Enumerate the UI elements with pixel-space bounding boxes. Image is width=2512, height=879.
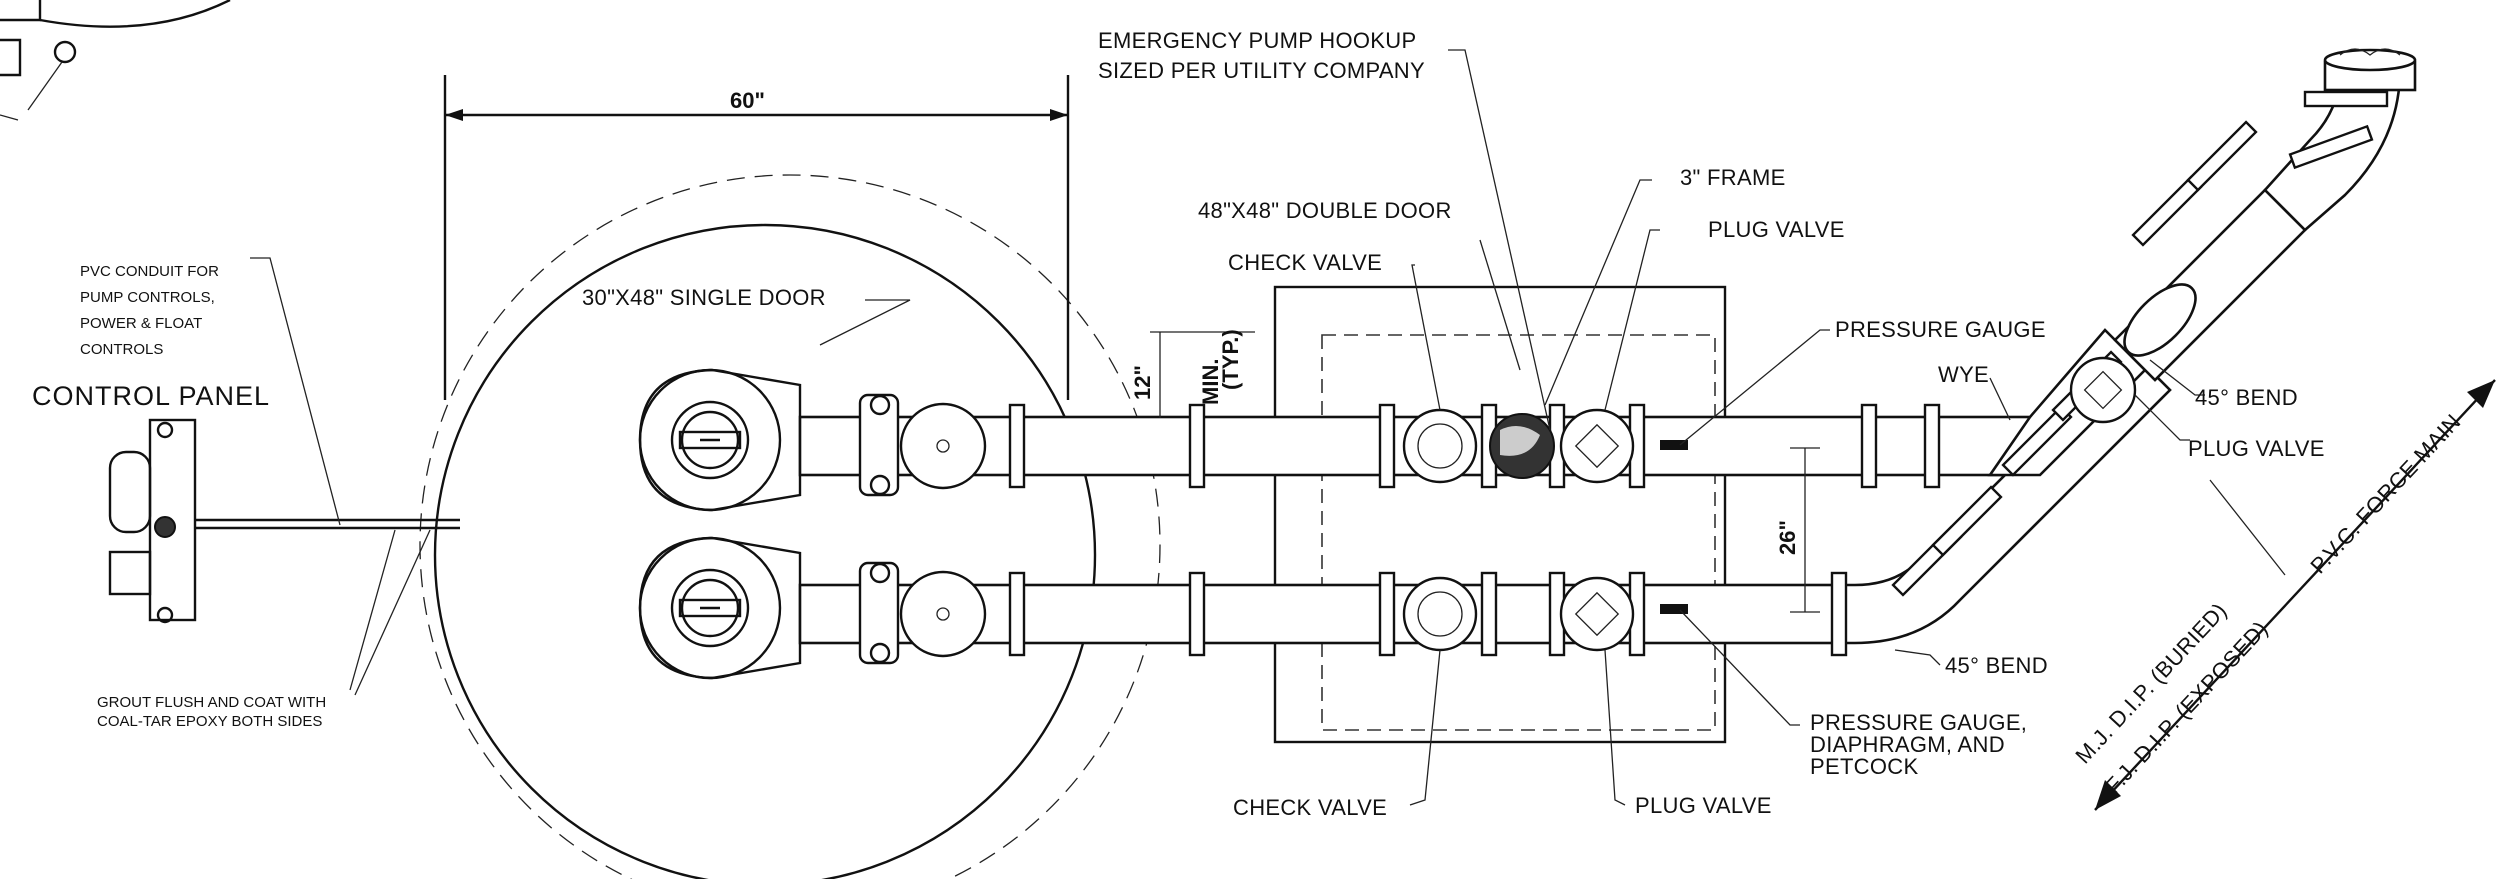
label-force-main: P.V.C. FORCE MAIN <box>2305 409 2465 578</box>
dimension-typ-label: (TYP.) <box>1218 329 1243 390</box>
force-main-direction-arrow <box>2094 379 2496 811</box>
dimension-12-min: 12" MIN. (TYP.) <box>1130 329 1255 418</box>
plug-valve-upper <box>1559 408 1635 484</box>
wet-well <box>419 174 1161 879</box>
valve-vault <box>1273 285 1727 744</box>
label-45-bend-lower: 45° BEND <box>1945 653 2048 678</box>
plug-valve-riser <box>2069 356 2137 424</box>
control-panel <box>108 418 460 624</box>
dimension-26: 26" <box>1775 447 1820 613</box>
emergency-hookup-valve <box>1489 413 1555 479</box>
label-pressure-gauge-2-line1: PRESSURE GAUGE, <box>1810 710 2027 735</box>
label-pressure-gauge: PRESSURE GAUGE <box>1835 317 2046 342</box>
partial-detail-top-left <box>0 0 231 121</box>
label-check-valve-bottom: CHECK VALVE <box>1233 795 1387 820</box>
leader-lines <box>250 49 2286 806</box>
check-valve-upper <box>1402 408 1478 484</box>
dimension-12-label: 12" <box>1130 365 1155 400</box>
label-emergency-hookup-2: SIZED PER UTILITY COMPANY <box>1098 58 1425 83</box>
label-pressure-gauge-2-line3: PETCOCK <box>1810 754 1918 779</box>
pump-upper <box>638 368 802 512</box>
dimension-60: 60" <box>443 75 1070 400</box>
label-pressure-gauge-2-line2: DIAPHRAGM, AND <box>1810 732 2005 757</box>
label-conduit-1: PVC CONDUIT FOR <box>80 263 219 280</box>
label-plug-valve-right: PLUG VALVE <box>2188 436 2325 461</box>
label-plug-valve-bottom: PLUG VALVE <box>1635 793 1772 818</box>
dimension-min-label: MIN. <box>1198 359 1223 405</box>
label-45-bend-upper: 45° BEND <box>2195 385 2298 410</box>
label-plug-valve-top: PLUG VALVE <box>1708 217 1845 242</box>
flanges <box>1008 90 2389 657</box>
dimension-26-label: 26" <box>1775 520 1800 555</box>
pressure-gauge-lower <box>1660 604 1688 614</box>
pump-discharge-fittings <box>858 393 987 665</box>
label-check-valve-top: CHECK VALVE <box>1228 250 1382 275</box>
label-wye: WYE <box>1938 362 1989 387</box>
check-valve-lower <box>1402 576 1478 652</box>
label-emergency-hookup-1: EMERGENCY PUMP HOOKUP <box>1098 28 1416 53</box>
label-conduit-4: CONTROLS <box>80 341 163 358</box>
label-single-door: 30"X48" SINGLE DOOR <box>582 285 826 310</box>
label-conduit-3: POWER & FLOAT <box>80 315 202 332</box>
plug-valve-lower <box>1559 576 1635 652</box>
label-grout-2: COAL-TAR EPOXY BOTH SIDES <box>97 713 322 730</box>
label-grout-1: GROUT FLUSH AND COAT WITH <box>97 694 326 711</box>
label-control-panel: CONTROL PANEL <box>32 381 270 411</box>
label-conduit-2: PUMP CONTROLS, <box>80 289 215 306</box>
pump-lower <box>638 536 802 680</box>
dimension-60-label: 60" <box>730 88 765 113</box>
label-frame: 3" FRAME <box>1680 165 1786 190</box>
label-double-door: 48"X48" DOUBLE DOOR <box>1198 198 1452 223</box>
pressure-gauge-upper <box>1660 440 1688 450</box>
